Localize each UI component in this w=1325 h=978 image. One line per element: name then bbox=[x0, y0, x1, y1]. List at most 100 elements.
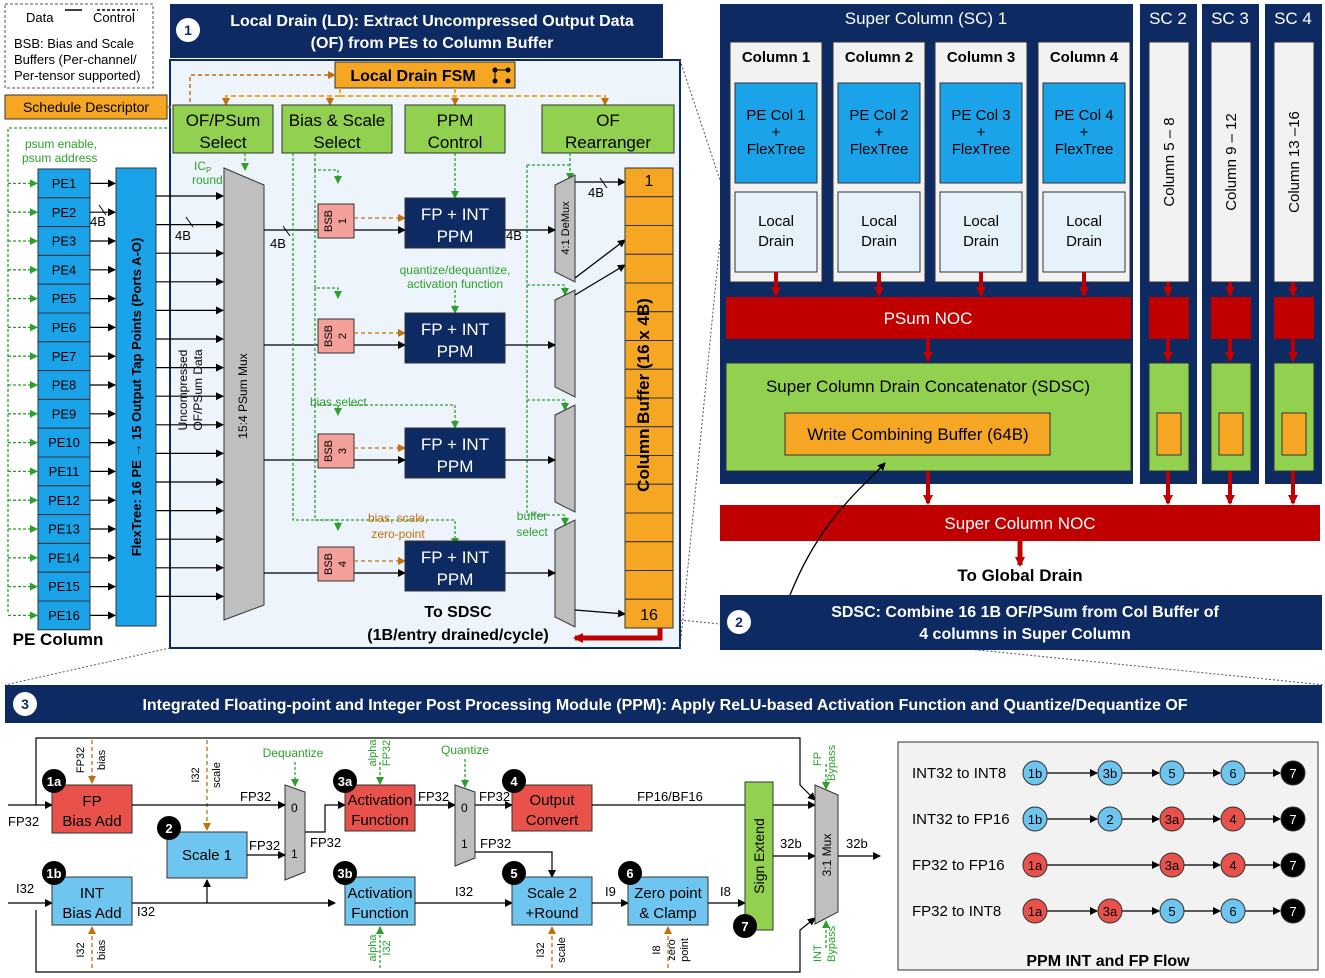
psum-mux-label: 15:4 PSum Mux bbox=[236, 353, 250, 438]
pe-cell bbox=[37, 571, 91, 602]
small-wcb bbox=[1218, 412, 1244, 456]
scale1-label: Scale 1 bbox=[182, 847, 232, 864]
demux-4 bbox=[554, 519, 576, 628]
pe-label: PE6 bbox=[52, 320, 77, 335]
bsb-label: BSB bbox=[323, 553, 335, 575]
scale1-block bbox=[166, 831, 248, 879]
act-fp-out-label: FP32 bbox=[418, 789, 449, 804]
flow-row-label: FP32 to INT8 bbox=[912, 903, 1001, 920]
bsb-label: BSB bbox=[323, 440, 335, 462]
flextree-to-mux-wires bbox=[156, 192, 224, 601]
pe-col-text: PE Col 1 bbox=[746, 107, 805, 124]
dequantize-mux bbox=[284, 784, 306, 881]
fsm-icon bbox=[492, 67, 511, 84]
scale2-line2: +Round bbox=[526, 905, 579, 922]
flow-step-label: 3a bbox=[1165, 858, 1180, 873]
deq-out-label: FP32 bbox=[310, 835, 341, 850]
q-mux-in1: 1 bbox=[461, 837, 468, 851]
ppm-badge bbox=[42, 861, 66, 885]
pe-col-text: FlexTree bbox=[747, 141, 806, 158]
fp-int-ppm-box bbox=[404, 540, 506, 592]
local-drain-line2: Drain bbox=[758, 233, 794, 250]
pe-col-text: + bbox=[772, 124, 781, 141]
column-buffer-entry bbox=[624, 598, 674, 629]
scale1-out-label: FP32 bbox=[249, 838, 280, 853]
small-psum-noc bbox=[1149, 297, 1189, 339]
ppm-badge-label: 1a bbox=[47, 774, 62, 789]
psum-enable-label: psum enable, bbox=[25, 137, 97, 151]
pe-cell bbox=[37, 485, 91, 516]
pe-width-label: 4B bbox=[90, 214, 106, 229]
pe-col-text: PE Col 3 bbox=[951, 107, 1010, 124]
bias-scale-note-line1: bias, scale, bbox=[368, 511, 428, 525]
pe-label: PE5 bbox=[52, 291, 77, 306]
act-fp-type: FP32 bbox=[381, 740, 393, 766]
to-global-drain-label: To Global Drain bbox=[957, 566, 1082, 585]
i32-in-label: I32 bbox=[16, 881, 34, 896]
local-drain-box bbox=[734, 191, 818, 273]
i8-label: I8 bbox=[720, 884, 731, 899]
pe-col-text: FlexTree bbox=[850, 141, 909, 158]
demux-3 bbox=[554, 404, 576, 513]
act-fp-alpha: alpha bbox=[367, 739, 379, 767]
flow-step-circle bbox=[1220, 760, 1246, 786]
flow-step-label: 3b bbox=[1103, 766, 1117, 781]
pe-cell bbox=[37, 283, 91, 314]
ppm-badge-label: 3b bbox=[337, 866, 352, 881]
ppm-box-line2: PPM bbox=[437, 342, 474, 361]
sdsc-header-number: 2 bbox=[735, 614, 743, 630]
flow-table-title: PPM INT and FP Flow bbox=[1026, 953, 1190, 970]
sign-ext-out-label: 32b bbox=[780, 836, 802, 851]
bsb-label: BSB bbox=[323, 210, 335, 232]
pe-col-text: + bbox=[977, 124, 986, 141]
pe-label: PE11 bbox=[49, 464, 80, 479]
local-drain-line1: Local bbox=[758, 213, 794, 230]
output-convert-block bbox=[511, 784, 593, 832]
legend-data-label: Data bbox=[26, 10, 54, 25]
ppm-datapath: FP32 FP Bias Add FP32 bias I32 INT Bias … bbox=[8, 737, 881, 973]
small-sc-title: SC 2 bbox=[1149, 9, 1187, 28]
buffer-select-note-line2: select bbox=[516, 525, 548, 539]
ppm-box-line2: PPM bbox=[437, 457, 474, 476]
scale1-scale: scale bbox=[211, 762, 223, 788]
local-drain-box bbox=[939, 191, 1023, 273]
bsb-box bbox=[317, 546, 355, 582]
sign-extend-block bbox=[744, 781, 774, 931]
pe-label: PE2 bbox=[52, 205, 77, 220]
local-drain-line2: Drain bbox=[861, 233, 897, 250]
deq-mux-in0: 0 bbox=[291, 801, 298, 815]
bias-scale-select-line1: Bias & Scale bbox=[289, 111, 385, 130]
pe-label: PE15 bbox=[48, 579, 80, 594]
small-sc-column-label: Column 13 –16 bbox=[1286, 111, 1303, 213]
ppm-box-line1: FP + INT bbox=[421, 205, 489, 224]
wcb-label: Write Combining Buffer (64B) bbox=[807, 425, 1028, 444]
small-sc-title: SC 4 bbox=[1274, 9, 1312, 28]
quantize-label: Quantize bbox=[441, 743, 489, 757]
flow-step-label: 5 bbox=[1168, 904, 1175, 919]
fp-bias-add-line1: FP bbox=[82, 793, 101, 810]
uncompressed-line1: Uncompressed bbox=[176, 350, 190, 431]
flow-step-circle bbox=[1022, 760, 1048, 786]
ppm-box-line1: FP + INT bbox=[421, 548, 489, 567]
legend: Data Control BSB: Bias and Scale Buffers… bbox=[4, 3, 154, 89]
ppm-badge bbox=[42, 769, 66, 793]
pe-col-text: FlexTree bbox=[952, 141, 1011, 158]
ppm-badge-label: 4 bbox=[510, 774, 518, 789]
ld-header-number: 1 bbox=[184, 22, 192, 38]
pe-col-box bbox=[837, 82, 921, 184]
bsb-box bbox=[317, 433, 355, 469]
zero-point-type: I8 bbox=[651, 945, 663, 954]
flow-step-circle bbox=[1280, 760, 1306, 786]
scale2-scale: scale bbox=[556, 937, 568, 963]
column-buffer-entry bbox=[624, 253, 674, 284]
quantize-note-line1: quantize/dequantize, bbox=[400, 263, 511, 277]
super-column-noc-label: Super Column NOC bbox=[944, 514, 1095, 533]
flow-step-circle bbox=[1097, 898, 1123, 924]
fp32-bias-out-label: FP32 bbox=[240, 789, 271, 804]
of-psum-select-line1: OF/PSum bbox=[186, 111, 261, 130]
column-buffer-entry bbox=[624, 512, 674, 543]
int-bias-add-line2: Bias Add bbox=[62, 905, 121, 922]
pe-cell bbox=[37, 370, 91, 400]
flow-step-label: 1a bbox=[1028, 904, 1043, 919]
